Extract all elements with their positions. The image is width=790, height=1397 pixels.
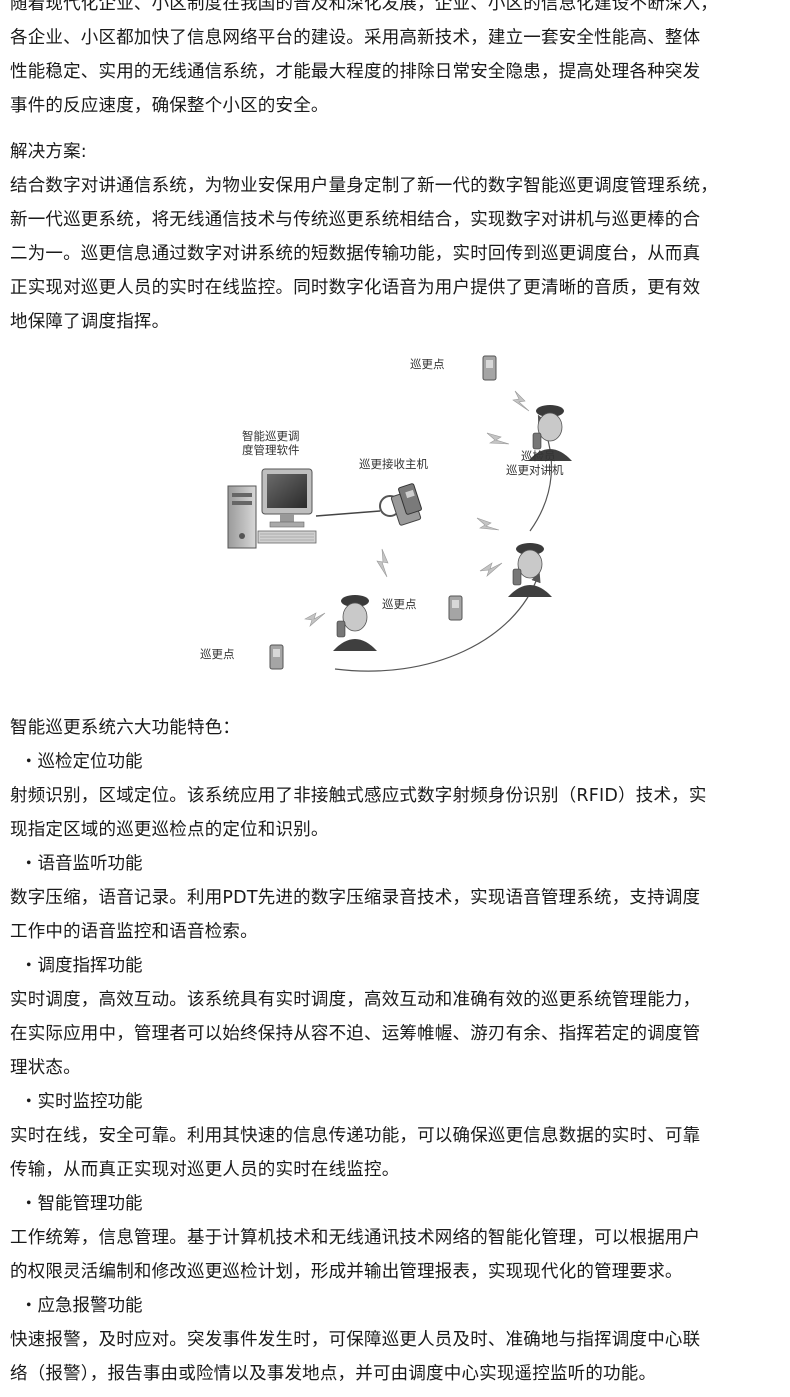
feature-line: 数字压缩，语音记录。利用PDT先进的数字压缩录音技术，实现语音管理系统，支持调度 (10, 888, 701, 908)
feature-line: 络（报警），报告事由或险情以及事发地点，并可由调度中心实现遥控监听的功能。 (10, 1364, 657, 1384)
software-label-line1: 智能巡更调 (242, 429, 300, 443)
intro-line: 各企业、小区都加快了信息网络平台的建设。采用高新技术，建立一套安全性能高、整体 (10, 28, 701, 48)
intro-line: 随着现代化企业、小区制度在我国的普及和深化发展，企业、小区的信息化建设不断深入， (10, 0, 718, 14)
inspector-label-line2: 巡更对讲机 (506, 463, 564, 477)
feature-line: 理状态。 (10, 1058, 81, 1078)
guard-icon (333, 595, 377, 651)
feature-title: ・实时监控功能 (20, 1092, 143, 1112)
feature-line: 现指定区域的巡更巡检点的定位和识别。 (10, 820, 329, 840)
feature-title: ・巡检定位功能 (20, 752, 143, 772)
patrol-point-icon (448, 595, 463, 621)
intro-line: 性能稳定、实用的无线通信系统，才能最大程度的排除日常安全隐患，提高处理各种突发 (10, 62, 701, 82)
solution-line: 新一代巡更系统，将无线通信技术与传统巡更系统相结合，实现数字对讲机与巡更棒的合 (10, 210, 701, 230)
connection-cable (315, 510, 381, 517)
article: 随着现代化企业、小区制度在我国的普及和深化发展，企业、小区的信息化建设不断深入，… (10, 0, 786, 1391)
feature-line: 工作中的语音监控和语音检索。 (10, 922, 258, 942)
software-label-line2: 度管理软件 (242, 443, 300, 457)
receiver-icon (379, 483, 422, 526)
receiver-label: 巡更接收主机 (359, 457, 428, 471)
patrol-point-label-mid: 巡更点 (382, 597, 417, 611)
features-heading: 智能巡更系统六大功能特色： (10, 718, 241, 738)
feature-title: ・智能管理功能 (20, 1194, 143, 1214)
patrol-point-icon (482, 355, 497, 381)
feature-line: 工作统筹，信息管理。基于计算机技术和无线通讯技术网络的智能化管理，可以根据用户 (10, 1228, 701, 1248)
computer-icon (227, 468, 317, 549)
solution-line: 二为一。巡更信息通过数字对讲系统的短数据传输功能，实时回传到巡更调度台，从而真 (10, 244, 701, 264)
feature-line: 快速报警，及时应对。突发事件发生时，可保障巡更人员及时、准确地与指挥调度中心联 (10, 1330, 701, 1350)
feature-title: ・调度指挥功能 (20, 956, 143, 976)
features-section: 智能巡更系统六大功能特色： ・巡检定位功能 射频识别，区域定位。该系统应用了非接… (10, 711, 786, 1391)
feature-line: 实时在线，安全可靠。利用其快速的信息传递功能，可以确保巡更信息数据的实时、可靠 (10, 1126, 701, 1146)
diagram-graphics (227, 355, 572, 672)
patrol-point-icon (269, 644, 284, 670)
intro-line: 事件的反应速度，确保整个小区的安全。 (10, 96, 329, 116)
guard-icon (508, 543, 552, 597)
feature-line: 的权限灵活编制和修改巡更巡检计划，形成并输出管理报表，实现现代化的管理要求。 (10, 1262, 683, 1282)
feature-line: 传输，从而真正实现对巡更人员的实时在线监控。 (10, 1160, 400, 1180)
solution-line: 地保障了调度指挥。 (10, 312, 170, 332)
solution-line: 结合数字对讲通信系统，为物业安保用户量身定制了新一代的数字智能巡更调度管理系统， (10, 176, 718, 196)
feature-title: ・语音监听功能 (20, 854, 143, 874)
intro-paragraph: 随着现代化企业、小区制度在我国的普及和深化发展，企业、小区的信息化建设不断深入，… (10, 0, 786, 123)
feature-title: ・应急报警功能 (20, 1296, 143, 1316)
inspector-label-line1: 巡检员 (521, 449, 556, 463)
feature-line: 射频识别，区域定位。该系统应用了非接触式感应式数字射频身份识别（RFID）技术，… (10, 786, 707, 806)
feature-line: 实时调度，高效互动。该系统具有实时调度，高效互动和准确有效的巡更系统管理能力， (10, 990, 701, 1010)
patrol-point-label-bottom: 巡更点 (200, 647, 235, 661)
patrol-point-label-top: 巡更点 (410, 357, 445, 371)
wireless-signal-icon (304, 390, 530, 627)
feature-line: 在实际应用中，管理者可以始终保持从容不迫、运筹帷幄、游刃有余、指挥若定的调度管 (10, 1024, 701, 1044)
guard-icon (528, 405, 572, 461)
solution-line: 正实现对巡更人员的实时在线监控。同时数字化语音为用户提供了更清晰的音质，更有效 (10, 278, 701, 298)
solution-heading: 解决方案: (10, 142, 87, 162)
solution-section: 解决方案: 结合数字对讲通信系统，为物业安保用户量身定制了新一代的数字智能巡更调… (10, 135, 786, 339)
patrol-system-diagram: 巡更点 智能巡更调 度管理软件 巡更接收主机 巡检员 巡更对讲机 巡更点 巡更点 (10, 351, 786, 701)
